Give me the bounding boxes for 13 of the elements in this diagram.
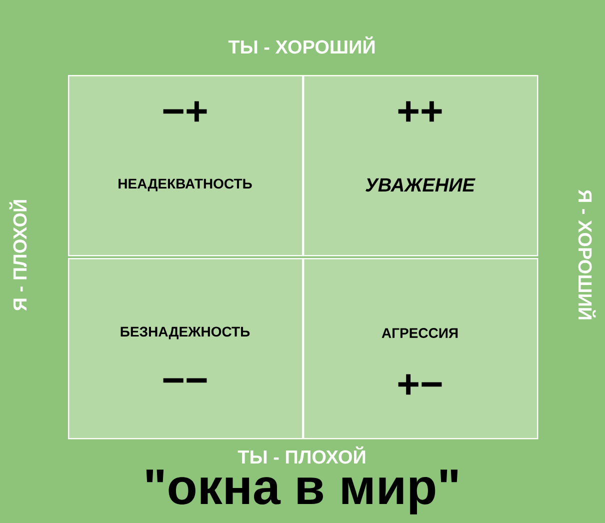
quadrant-label: НЕАДЕКВАТНОСТЬ xyxy=(118,178,252,192)
axis-label: Я - ХОРОШИЙ xyxy=(578,190,596,320)
axis-label: Я - ПЛОХОЙ xyxy=(9,200,27,311)
sign-symbol: −− xyxy=(163,378,207,383)
axis-label: ТЫ - ПЛОХОЙ xyxy=(238,446,366,464)
sign-symbol: −+ xyxy=(163,101,207,122)
axis-label: ТЫ - ХОРОШИЙ xyxy=(228,36,375,54)
quadrant-label: АГРЕССИЯ xyxy=(382,328,458,338)
sign-symbol: +− xyxy=(398,374,442,395)
sign-symbol: ++ xyxy=(398,101,442,122)
quadrant-label: БЕЗНАДЕЖНОСТЬ xyxy=(120,326,250,340)
title: "окна в мир" xyxy=(146,470,458,514)
quadrant-label: УВАЖЕНИЕ xyxy=(366,178,476,192)
